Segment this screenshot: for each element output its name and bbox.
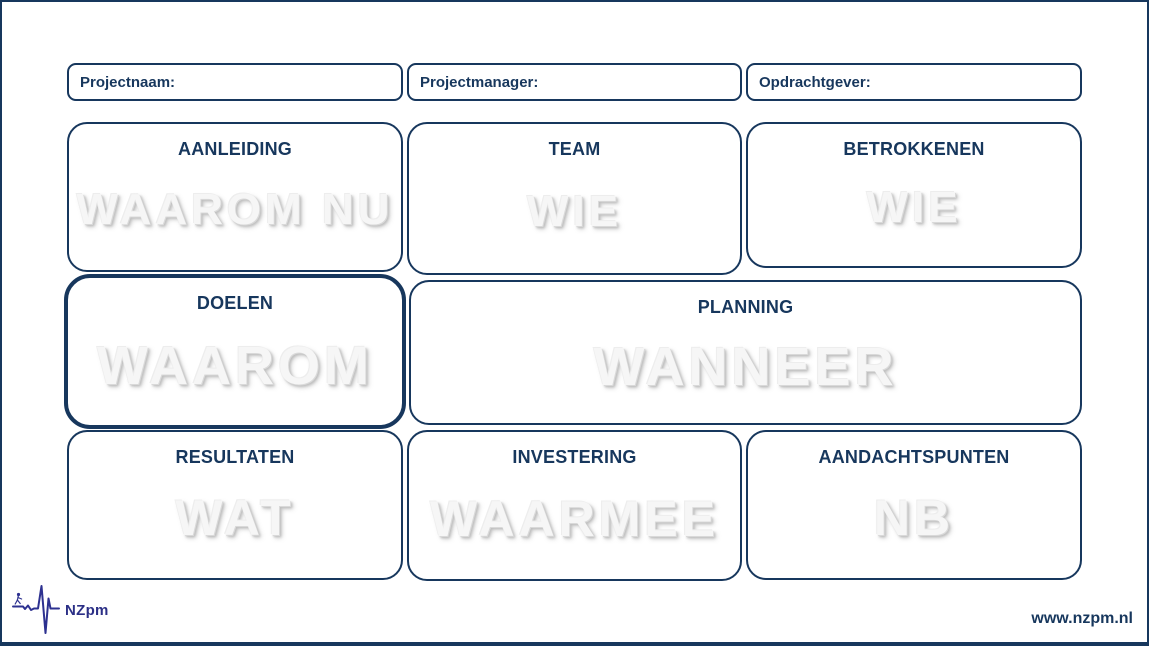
box-title-team: TEAM (548, 139, 601, 159)
box-title-aanleiding: AANLEIDING (178, 139, 292, 159)
box-title-planning: PLANNING (697, 297, 794, 317)
field-value-opdrachtgever[interactable] (871, 65, 1080, 99)
heartbeat-ecg-icon (12, 585, 60, 634)
nzpm-logo: NZpm (12, 583, 109, 637)
box-team[interactable]: TEAM WIE (407, 122, 742, 275)
box-betrokkenen[interactable]: BETROKKENEN WIE (746, 122, 1082, 268)
box-title-aandachtspunten: AANDACHTSPUNTEN (818, 447, 1010, 467)
box-doelen[interactable]: DOELEN WAAROM (64, 274, 406, 429)
website-url: www.nzpm.nl (1031, 610, 1133, 627)
box-watermark-betrokkenen: WIE (866, 183, 962, 232)
box-watermark-aandachtspunten: NB (873, 490, 955, 546)
field-label-projectnaam: Projectnaam: (80, 73, 176, 91)
box-aandachtspunten[interactable]: AANDACHTSPUNTEN NB (746, 430, 1082, 580)
field-projectmanager[interactable]: Projectmanager: (407, 63, 742, 101)
box-watermark-aanleiding: WAAROM NU (76, 185, 394, 234)
box-watermark-resultaten: WAT (175, 490, 295, 546)
field-label-projectmanager: Projectmanager: (420, 73, 539, 91)
field-value-projectmanager[interactable] (538, 65, 740, 99)
box-title-doelen: DOELEN (196, 293, 274, 313)
box-aanleiding[interactable]: AANLEIDING WAAROM NU (67, 122, 403, 272)
box-watermark-team: WIE (526, 186, 623, 236)
box-title-resultaten: RESULTATEN (175, 447, 295, 467)
box-title-betrokkenen: BETROKKENEN (843, 139, 985, 159)
field-label-opdrachtgever: Opdrachtgever: (759, 73, 871, 91)
field-opdrachtgever[interactable]: Opdrachtgever: (746, 63, 1082, 101)
field-projectnaam[interactable]: Projectnaam: (67, 63, 403, 101)
box-planning[interactable]: PLANNING WANNEER (409, 280, 1082, 425)
box-watermark-doelen: WAAROM (97, 335, 373, 396)
field-value-projectnaam[interactable] (175, 65, 401, 99)
box-investering[interactable]: INVESTERING WAARMEE (407, 430, 742, 581)
box-title-investering: INVESTERING (512, 447, 637, 467)
box-watermark-investering: WAARMEE (429, 490, 720, 547)
logo-text: NZpm (65, 601, 109, 619)
box-watermark-planning: WANNEER (593, 336, 898, 397)
box-resultaten[interactable]: RESULTATEN WAT (67, 430, 403, 580)
